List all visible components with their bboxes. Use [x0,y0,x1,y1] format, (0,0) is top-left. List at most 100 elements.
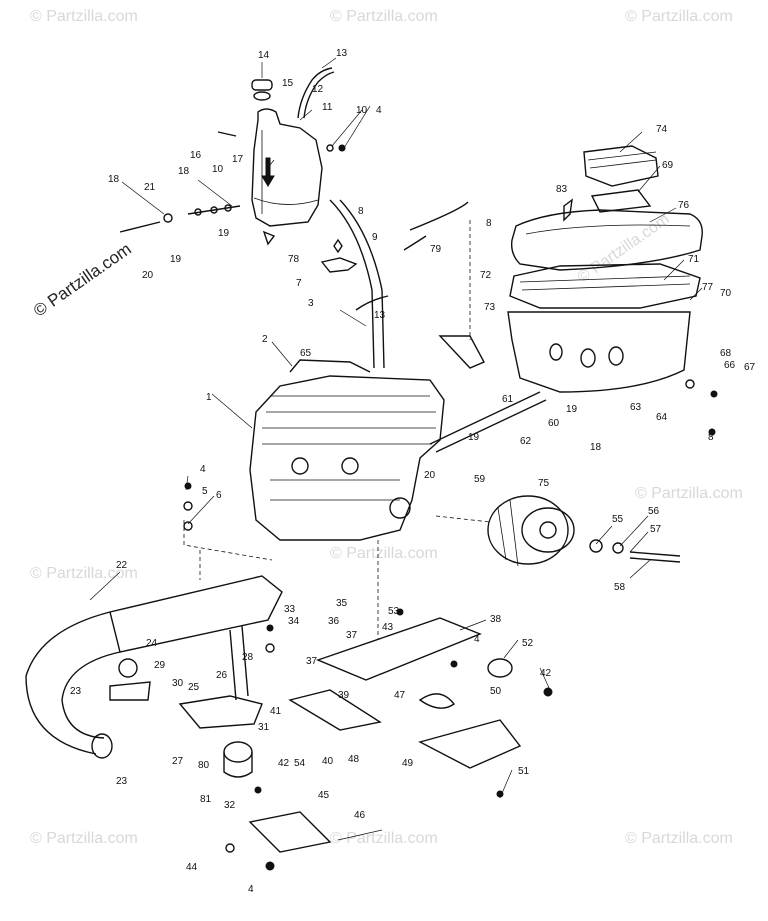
callout: 11 [322,102,333,113]
callout: 7 [296,278,302,289]
callout: 13 [336,48,348,59]
callout: 14 [258,50,270,61]
watermark: © Partzilla.com [635,485,743,502]
callout: 23 [116,776,128,787]
watermark: © Partzilla.com [330,8,438,25]
callout: 41 [270,706,282,717]
callout: 28 [242,652,254,663]
callout: 19 [468,432,480,443]
callout: 15 [282,78,294,89]
callout: 25 [188,682,200,693]
callout: 40 [322,756,334,767]
callout: 22 [116,560,128,571]
callout: 64 [656,412,668,423]
recoil-starter [487,495,681,567]
callout: 10 [212,164,224,175]
callout: 8 [358,206,364,217]
callout: 55 [612,514,624,525]
callout: 8 [708,432,714,443]
watermark: © Partzilla.com [30,8,138,25]
callout: 69 [662,160,674,171]
callout: 19 [566,404,578,415]
callout: 33 [284,604,296,615]
callout: 1 [206,392,212,403]
callout: 72 [480,270,492,281]
callout: 47 [394,690,406,701]
callout: 6 [216,490,222,501]
callout: 71 [688,254,700,265]
callout: 4 [248,884,254,895]
callout: 19 [170,254,182,265]
callout: 18 [590,442,602,453]
callout: 26 [216,670,228,681]
callout: 57 [650,524,662,535]
callout: 70 [720,288,732,299]
watermark: © Partzilla.com [625,830,733,847]
callout: 27 [172,756,184,767]
callout: 45 [318,790,330,801]
callout-labels: 14 13 15 12 11 10 4 16 10 17 18 18 21 19… [70,48,756,895]
callout: 53 [388,606,400,617]
callout: 65 [300,348,312,359]
watermark: © Partzilla.com [330,830,438,847]
callout: 13 [374,310,386,321]
callout: 4 [376,105,382,116]
callout: 39 [338,690,350,701]
callout: 54 [294,758,306,769]
callout: 51 [518,766,530,777]
callout: 2 [262,334,268,345]
watermark: © Partzilla.com [30,565,138,582]
hardware [183,379,718,871]
callout: 50 [490,686,502,697]
callout: 79 [430,244,442,255]
callout: 83 [556,184,568,195]
callout: 18 [108,174,120,185]
oil-tank [119,67,346,246]
callout: 3 [308,298,314,309]
callout: 67 [744,362,756,373]
callout: 49 [402,758,414,769]
mount-bracket [320,238,358,273]
callout: 37 [306,656,318,667]
callout: 18 [178,166,190,177]
callout: 73 [484,302,496,313]
callout: 77 [702,282,714,293]
callout: 43 [382,622,394,633]
callout: 8 [486,218,492,229]
callout: 34 [288,616,300,627]
callout: 35 [336,598,348,609]
callout: 4 [200,464,206,475]
callout: 20 [424,470,436,481]
callout: 48 [348,754,360,765]
callout: 42 [540,668,552,679]
callout: 23 [70,686,82,697]
exhaust-system [25,575,283,778]
callout: 31 [258,722,270,733]
callout: 62 [520,436,532,447]
callout: 38 [490,614,502,625]
callout: 36 [328,616,340,627]
callout: 30 [172,678,184,689]
callout: 74 [656,124,668,135]
assembly-lines [183,220,491,640]
callout: 21 [144,182,156,193]
callout: 80 [198,760,210,771]
callout: 68 [720,348,732,359]
engine-mount-plates [248,617,522,853]
callout: 20 [142,270,154,281]
callout: 5 [202,486,208,497]
callout: 16 [190,150,202,161]
callout: 32 [224,800,236,811]
callout: 60 [548,418,560,429]
callout: 56 [648,506,660,517]
callout: 78 [288,254,300,265]
watermark: © Partzilla.com [30,830,138,847]
callout: 75 [538,478,550,489]
callout: 52 [522,638,534,649]
callout: 29 [154,660,166,671]
callout: 44 [186,862,198,873]
callout: 17 [232,154,244,165]
callout: 76 [678,200,690,211]
callout: 10 [356,105,368,116]
